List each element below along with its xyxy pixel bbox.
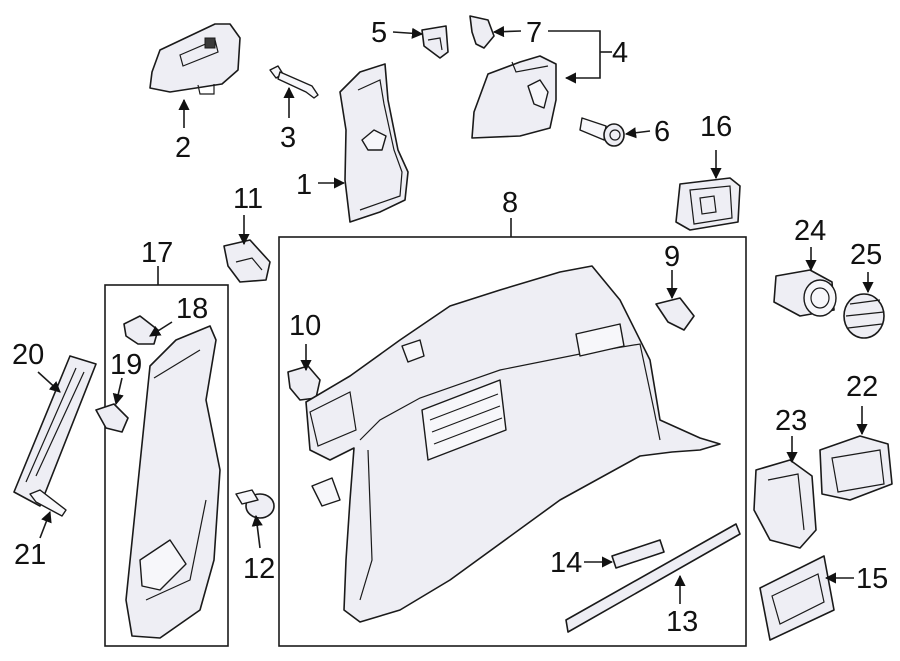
callout-7: 7 [526, 17, 542, 49]
part-25-cap [843, 293, 885, 339]
callout-14: 14 [550, 547, 582, 579]
callout-9: 9 [664, 241, 680, 273]
part-14-handle [611, 539, 665, 569]
callout-25: 25 [850, 239, 882, 271]
callout-2: 2 [175, 132, 191, 164]
part-12-push-pin [235, 489, 275, 519]
callout-23: 23 [775, 405, 807, 437]
callout-15: 15 [856, 563, 888, 595]
callout-18: 18 [176, 293, 208, 325]
part-10-clip [287, 365, 321, 401]
group-box-17 [104, 284, 229, 647]
callout-8: 8 [502, 187, 518, 219]
callout-1: 1 [296, 169, 312, 201]
callout-12: 12 [243, 553, 275, 585]
callout-13: 13 [666, 606, 698, 638]
callout-17: 17 [141, 237, 173, 269]
leader-lines [37, 26, 874, 604]
callout-16: 16 [700, 111, 732, 143]
part-23-bracket [753, 459, 817, 549]
part-7-clip [469, 15, 495, 49]
callout-10: 10 [289, 310, 321, 342]
part-9-clip [655, 297, 695, 331]
part-16-switch [675, 177, 741, 231]
part-22-switch [819, 435, 893, 501]
part-6-bolt [579, 117, 625, 147]
part-2-bracket [149, 23, 241, 95]
part-1-pillar-trim [339, 63, 409, 223]
callout-22: 22 [846, 371, 878, 403]
part-5-clip [421, 25, 449, 59]
callout-4: 4 [612, 37, 628, 69]
callout-3: 3 [280, 122, 296, 154]
part-11-clip [223, 239, 271, 283]
part-8-quarter-panel [305, 265, 721, 623]
part-13-sill [565, 523, 741, 633]
callout-5: 5 [371, 17, 387, 49]
callout-21: 21 [14, 539, 46, 571]
callout-labels: 1 2 3 4 5 6 7 8 9 10 11 12 13 14 15 16 1… [12, 17, 888, 638]
callout-20: 20 [12, 339, 44, 371]
part-21-screw [29, 489, 67, 517]
part-18-clip [123, 315, 159, 345]
callout-24: 24 [794, 215, 826, 247]
part-20-strip [13, 355, 97, 507]
callout-11: 11 [233, 183, 263, 215]
part-24-socket [773, 269, 837, 317]
part-4-trim [471, 55, 557, 139]
part-17-lower-trim [125, 325, 221, 639]
callout-6: 6 [654, 116, 670, 148]
part-3-push-pin [269, 65, 319, 99]
callout-19: 19 [110, 349, 142, 381]
part-15-pad [759, 555, 835, 641]
group-box-8 [278, 236, 747, 647]
part-19-clip [95, 403, 129, 433]
